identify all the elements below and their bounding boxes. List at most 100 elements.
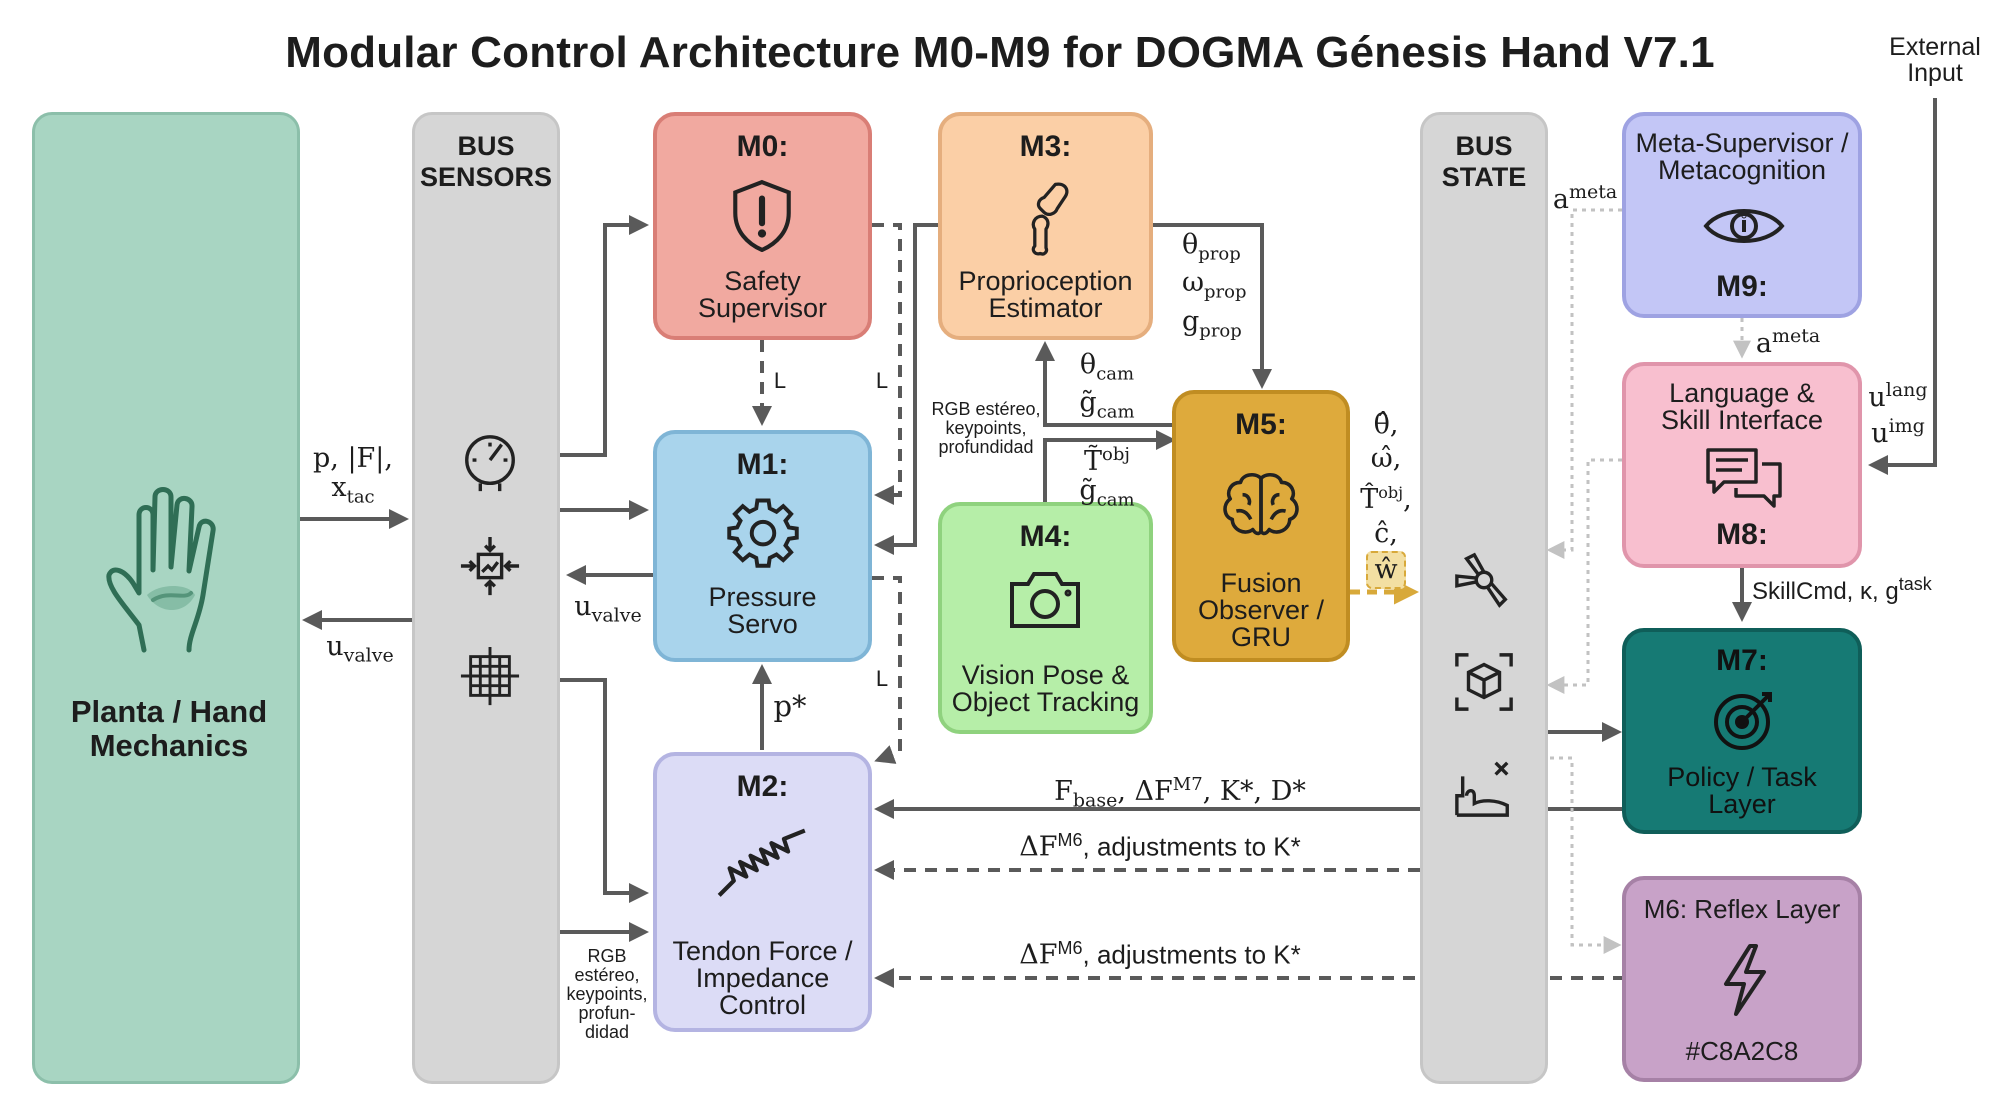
module-m2-tendon-force[interactable]: M2: Tendon Force / Impedance Control [653, 752, 872, 1032]
m7-name: Policy / Task Layer [1667, 762, 1817, 819]
signal-theta-prop-sym: θ [1182, 229, 1199, 260]
signal-plant-sensors-line1: p, |F|, [313, 443, 393, 474]
m6-id: M6: Reflex Layer [1643, 894, 1841, 924]
signal-f-base-sup: M7 [1172, 774, 1203, 795]
bone-joint-icon [1031, 182, 1069, 256]
wire-m5-to-m3 [1035, 341, 1172, 427]
signal-uvalve-plant: uvalve [312, 632, 408, 670]
signal-a-meta-state-sym: a [1552, 184, 1569, 215]
lightning-icon [1724, 944, 1766, 1016]
module-m7-policy-task[interactable]: M7: Policy / Task Layer [1622, 628, 1862, 834]
module-m8-language-skill[interactable]: Language & Skill Interface M8: [1622, 362, 1862, 568]
signal-t-obj-line: T̃obj [1072, 440, 1142, 476]
brain-icon [1223, 472, 1299, 536]
m1-name: Pressure Servo [708, 582, 817, 639]
hand-state-icon [1455, 761, 1509, 817]
module-m4-vision[interactable]: M4: Vision Pose & Object Tracking [938, 502, 1153, 734]
m2-name: Tendon Force / Impedance Control [672, 936, 853, 1020]
module-m3-proprioception[interactable]: M3: Proprioception Estimator [938, 112, 1153, 340]
signal-df-state-sup: M6 [1057, 830, 1083, 850]
signal-f-base-rest: , ΔF [1117, 776, 1173, 807]
signal-omega-prop-sub: prop [1204, 281, 1247, 303]
signal-x: x [331, 472, 347, 503]
module-m0-safety-supervisor[interactable]: M0: Safety Supervisor [653, 112, 872, 340]
signal-u-lang-sym: u [1868, 382, 1886, 413]
signal-plant-sensors-line2: xtac [310, 473, 396, 511]
external-input-label: External Input [1889, 33, 1981, 87]
signal-u-lang-sup: lang [1885, 379, 1928, 401]
signal-df-state-sym: ΔF [1019, 831, 1058, 863]
m4-id: M4: [1019, 520, 1072, 553]
signal-l-m0: L [773, 368, 787, 393]
signal-omega-prop: ωprop [1182, 268, 1258, 306]
spring-icon [717, 828, 806, 897]
signal-a-meta-m8: ameta [1748, 322, 1828, 358]
wire-m3-to-m1 [874, 223, 938, 555]
wire-external-to-m8 [1868, 98, 1937, 475]
joint-icon [1455, 552, 1508, 608]
signal-t-hat-sym: T̂ [1360, 484, 1379, 515]
signal-uvalve-m1-u: u [574, 591, 592, 622]
shield-alert-icon [733, 179, 791, 252]
signal-uvalve-m1-sub: valve [591, 604, 642, 627]
signal-theta-cam-line: θcam [1072, 350, 1142, 388]
signal-a-meta-m8-sym: a [1755, 328, 1772, 359]
signal-g-cam-sub: cam [1096, 401, 1135, 423]
signal-u-lang: ulang [1864, 376, 1932, 412]
signal-g-prop: gprop [1182, 307, 1258, 345]
signal-t-obj-sym: T̃ [1084, 446, 1103, 477]
signal-c-hat: ĉ, [1374, 518, 1398, 549]
wire-state-to-m6 [1550, 756, 1622, 954]
signal-df-m6-reflex: ΔFM6, adjustments to K* [980, 938, 1340, 971]
signal-a-meta-m8-sup: meta [1771, 325, 1821, 347]
signal-t-obj: T̃obj g̃cam [1072, 440, 1142, 514]
signal-f-base-sub: base [1072, 789, 1118, 812]
bus-sensors-panel: BUS SENSORS [412, 112, 560, 1084]
signal-skillcmd-sup: task [1898, 574, 1932, 594]
module-m6-reflex-layer[interactable]: M6: Reflex Layer #C8A2C8 [1622, 876, 1862, 1082]
m8-id: M8: [1716, 518, 1768, 551]
signal-theta-cam: θcam g̃cam [1072, 350, 1142, 427]
wire-m0-to-m1-l [872, 223, 902, 505]
m4-name: Vision Pose & Object Tracking [951, 660, 1140, 717]
wire-m4-to-m5 [1043, 430, 1176, 502]
signal-df-state-tail: , adjustments to K* [1082, 831, 1301, 862]
signal-theta-cam-sub: cam [1096, 363, 1135, 385]
wire-m3-to-m5 [1153, 223, 1272, 389]
signal-df-reflex-sym: ΔF [1019, 939, 1058, 971]
signal-l-m3: L [875, 368, 889, 393]
m1-id: M1: [736, 448, 789, 481]
signal-a-meta-state-sup: meta [1568, 181, 1618, 203]
module-m5-fusion-observer[interactable]: M5: Fusion Observer / GRU [1172, 390, 1350, 662]
signal-skillcmd: SkillCmd, κ, gtask [1752, 574, 1952, 606]
plant-panel: Planta / Hand Mechanics [32, 112, 300, 1084]
signal-rgb-m2: RGB estéreo, keypoints, profun- didad [566, 946, 648, 1042]
wire-m1-to-m2-l [872, 576, 902, 764]
gear-icon [727, 498, 799, 568]
signal-theta-hat: θ̂, [1373, 409, 1399, 440]
page-title: Modular Control Architecture M0-M9 for D… [285, 28, 1715, 77]
m5-name: Fusion Observer / GRU [1197, 568, 1325, 652]
signal-plant-sensors: p, |F|, xtac [310, 444, 396, 511]
wire-m8-to-state [1546, 458, 1622, 694]
signal-theta-cam-sym: θ [1079, 349, 1097, 380]
module-m9-meta-supervisor[interactable]: Meta-Supervisor / Metacognition M9: [1622, 112, 1862, 318]
m6-name: #C8A2C8 [1685, 1036, 1799, 1066]
m3-id: M3: [1019, 130, 1072, 163]
wire-sensors-to-m2-a [560, 678, 649, 903]
signal-rgb-m4: RGB estéreo, keypoints, profundidad [931, 399, 1041, 457]
signal-df-reflex-sup: M6 [1057, 938, 1083, 958]
signal-t-hat-sup: obj [1378, 483, 1404, 502]
signal-x-sub: tac [346, 486, 375, 508]
module-m1-pressure-servo[interactable]: M1: Pressure Servo [653, 430, 872, 662]
m9-name: Meta-Supervisor / Metacognition [1635, 128, 1849, 185]
signal-df-reflex-tail: , adjustments to K* [1082, 939, 1301, 970]
signal-t-obj-sup: obj [1102, 444, 1130, 465]
bus-state-panel: BUS STATE [1420, 112, 1548, 1084]
m5-id: M5: [1235, 408, 1287, 441]
signal-omega-prop-sym: ω [1182, 267, 1205, 299]
wire-sensors-to-m0 [560, 215, 649, 457]
signal-skillcmd-text: SkillCmd, κ, g [1752, 578, 1899, 605]
sensor-compress-icon [460, 536, 520, 596]
